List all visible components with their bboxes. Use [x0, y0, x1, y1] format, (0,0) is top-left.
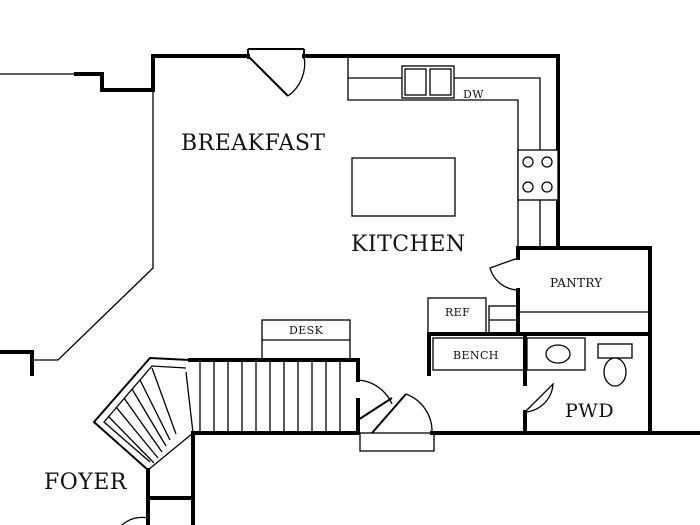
fixture-label-dw: DW	[463, 88, 484, 101]
bench-area	[432, 337, 526, 371]
sink-basin	[545, 344, 571, 364]
room-label-foyer: FOYER	[44, 470, 128, 495]
toilet-bowl	[603, 357, 627, 387]
refrigerator	[427, 297, 519, 335]
top-left-wall	[74, 54, 250, 92]
cooktop	[517, 149, 559, 201]
hall-doors[interactable]	[357, 379, 435, 452]
curved-stairs	[92, 356, 194, 471]
vanity	[526, 337, 586, 371]
kitchen-island	[351, 157, 456, 217]
thin-outlines	[0, 73, 154, 361]
exterior-walls	[0, 54, 700, 525]
pantry	[489, 257, 650, 313]
bay-window-outline	[32, 90, 154, 361]
powder-room	[523, 337, 633, 413]
foyer-door-arc	[121, 516, 149, 525]
desk	[261, 319, 351, 361]
room-label-kitchen: KITCHEN	[351, 232, 466, 257]
room-label-pantry: PANTRY	[550, 276, 603, 290]
breakfast-door[interactable]	[247, 48, 306, 97]
room-label-breakfast: BREAKFAST	[181, 131, 326, 156]
toilet-tank	[597, 343, 633, 359]
pwd-door[interactable]	[523, 382, 554, 413]
kitchen-counters	[347, 56, 559, 248]
pantry-door[interactable]	[489, 257, 519, 291]
fixture-label-desk: DESK	[289, 324, 324, 337]
fixture-label-bench: BENCH	[453, 349, 499, 362]
main-stairs	[199, 362, 341, 433]
fixture-label-ref: REF	[445, 306, 470, 319]
stair-top-wall	[188, 358, 360, 382]
left-lower-wall	[0, 350, 34, 376]
room-label-pwd: PWD	[565, 400, 614, 422]
foyer-wall	[191, 431, 360, 525]
